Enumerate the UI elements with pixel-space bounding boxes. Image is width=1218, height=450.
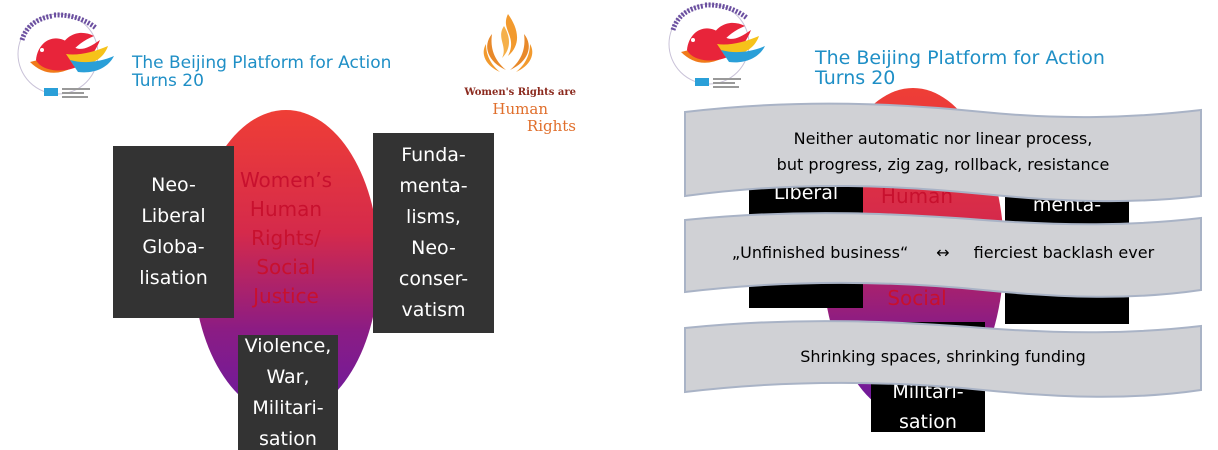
rights-line-2: Human bbox=[492, 100, 548, 118]
slide-title: The Beijing Platform for Action Turns 20 bbox=[132, 54, 391, 90]
slide-title: The Beijing Platform for Action Turns 20 bbox=[815, 48, 1105, 88]
dove-logo-icon bbox=[17, 12, 114, 98]
neoliberal-box: Neo- Liberal Globa- lisation bbox=[113, 146, 234, 318]
violence-box: Violence, War, Militari- sation bbox=[238, 335, 338, 450]
dove-logo-icon bbox=[668, 2, 765, 88]
rights-logo-text: Women's Rights are Human Rights bbox=[430, 84, 576, 135]
banner-backlash-text: „Unfinished business“ ↔ fierciest backla… bbox=[683, 220, 1203, 286]
double-arrow-icon: ↔ bbox=[936, 243, 950, 262]
slide-left: The Beijing Platform for Action Turns 20… bbox=[17, 12, 576, 450]
title-line-2: Turns 20 bbox=[132, 71, 204, 91]
unfinished-business-text: „Unfinished business“ bbox=[731, 243, 909, 262]
banner-process-text: Neither automatic nor linear process, bu… bbox=[776, 129, 1110, 174]
title-line-2: Turns 20 bbox=[815, 67, 896, 89]
banner-shrinking-text: Shrinking spaces, shrinking funding bbox=[800, 347, 1086, 366]
fundamentalisms-box: Funda- menta- lisms, Neo- conser- vatism bbox=[373, 133, 494, 333]
banner-backlash: „Unfinished business“ ↔ fierciest backla… bbox=[683, 210, 1203, 306]
slide-right: The Beijing Platform for Action Turns 20… bbox=[609, 0, 1218, 450]
womens-rights-text: Women’s Human Rights/ Social Justice bbox=[239, 168, 333, 308]
rights-line-3: Rights bbox=[526, 117, 576, 135]
rights-line-1: Women's Rights are bbox=[464, 87, 576, 98]
banner-shrinking: Shrinking spaces, shrinking funding bbox=[683, 318, 1203, 404]
flame-laurel-icon bbox=[483, 14, 533, 72]
backlash-text: fierciest backlash ever bbox=[973, 243, 1155, 262]
banner-process: Neither automatic nor linear process, bu… bbox=[683, 100, 1203, 210]
title-line-1: The Beijing Platform for Action bbox=[132, 53, 392, 73]
title-line-1: The Beijing Platform for Action bbox=[815, 47, 1105, 69]
